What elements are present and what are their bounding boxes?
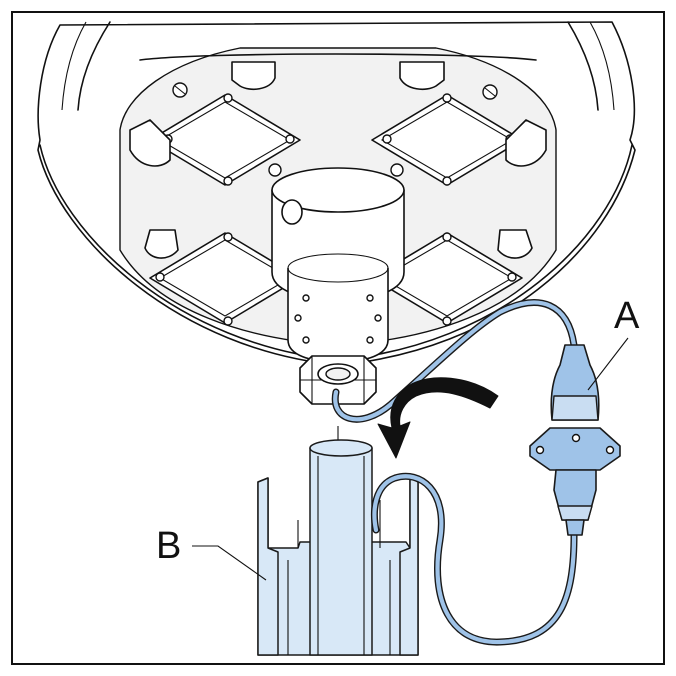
figure-frame bbox=[11, 11, 665, 665]
cable bbox=[331, 299, 578, 646]
label-b: B bbox=[156, 525, 181, 567]
callout-a: A bbox=[587, 295, 640, 391]
light-head bbox=[37, 21, 636, 366]
callout-b: B bbox=[156, 525, 267, 581]
lamp-module-top-left bbox=[129, 61, 301, 186]
label-a: A bbox=[614, 295, 640, 337]
lamp-module-top-right bbox=[371, 61, 547, 186]
center-spindle bbox=[271, 167, 405, 405]
connector-a bbox=[529, 344, 621, 536]
pole-b bbox=[257, 426, 419, 656]
lamp-module-bottom-right bbox=[371, 229, 533, 326]
curved-arrow-icon bbox=[377, 377, 499, 459]
